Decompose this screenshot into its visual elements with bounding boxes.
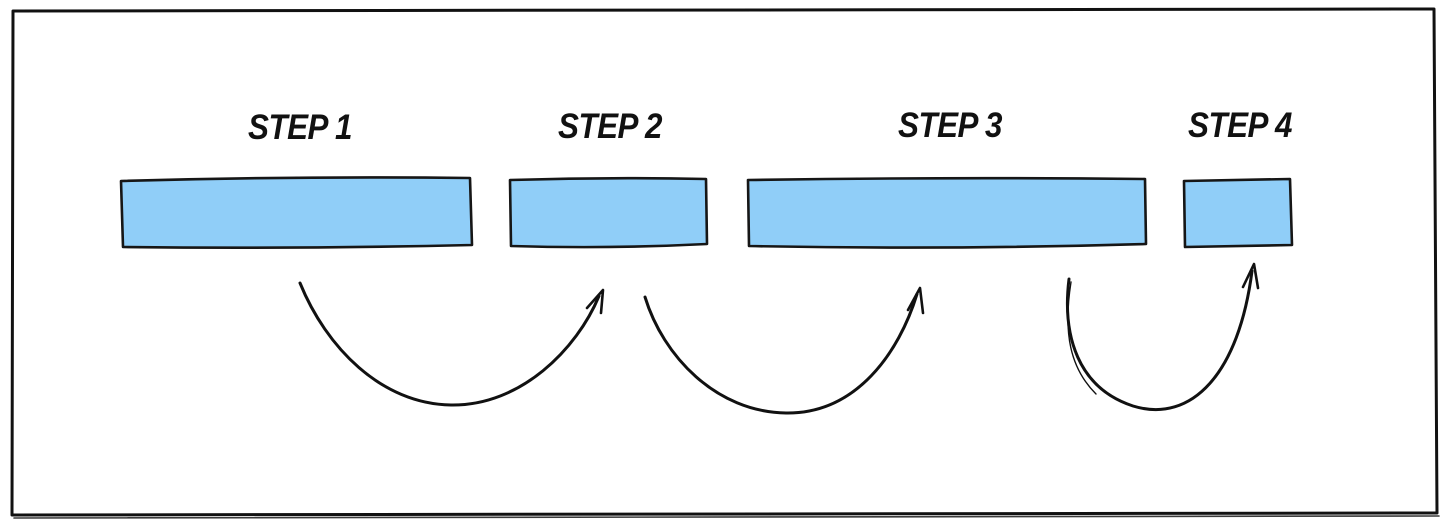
step-3-group: STEP 3 [746, 106, 1148, 249]
step-2-bar [508, 176, 709, 249]
arrow-3-arrowhead-icon [1241, 262, 1260, 290]
arrow-step-2-to-step-3 [643, 286, 925, 415]
step-2-group: STEP 2 [508, 107, 709, 249]
step-4-label: STEP 4 [1188, 106, 1293, 145]
step-4-bar [1182, 177, 1294, 249]
arrow-step-3-to-step-4 [1065, 262, 1260, 412]
arrow-1-arrowhead-icon [585, 288, 605, 315]
arrow-step-1-to-step-2 [298, 281, 605, 407]
canvas-frame-overdraw [13, 515, 1440, 519]
arrow-2-arrowhead-icon [906, 286, 925, 315]
arrow-3-shaft [1065, 269, 1254, 412]
canvas-frame [10, 7, 1439, 517]
arrow-1-shaft [298, 281, 601, 407]
arrow-2-shaft [643, 292, 919, 415]
step-1-group: STEP 1 [119, 108, 474, 249]
step-2-label: STEP 2 [558, 107, 663, 146]
step-3-label: STEP 3 [898, 106, 1003, 145]
step-1-label: STEP 1 [248, 108, 352, 147]
arrow-3-overdraw [1067, 281, 1097, 395]
step-1-bar [119, 176, 474, 249]
step-3-bar [746, 176, 1148, 249]
step-4-group: STEP 4 [1182, 106, 1294, 249]
